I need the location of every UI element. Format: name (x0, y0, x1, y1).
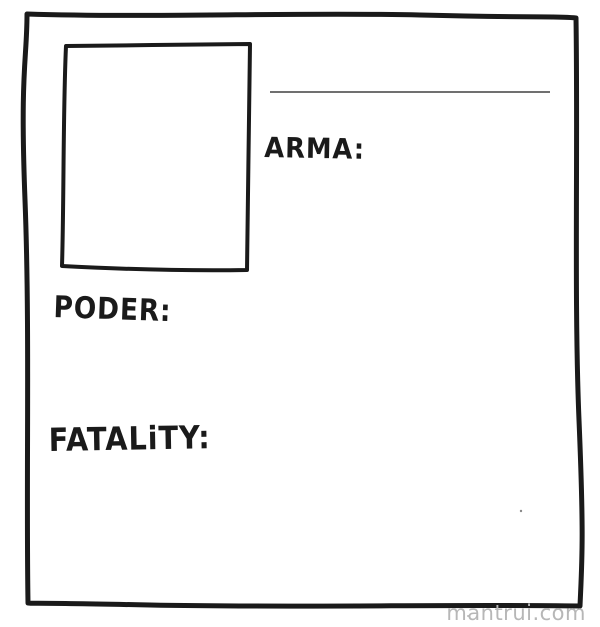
portrait-frame (60, 42, 252, 273)
fatality-label: FATALiTY: (48, 418, 211, 459)
paper-speck (519, 509, 523, 513)
poder-label: PODER: (53, 290, 173, 330)
card-border (20, 11, 585, 609)
watermark-text: mantrui.com (446, 601, 586, 625)
paper-speck (467, 615, 469, 617)
arma-label: ARMA: (264, 131, 366, 166)
